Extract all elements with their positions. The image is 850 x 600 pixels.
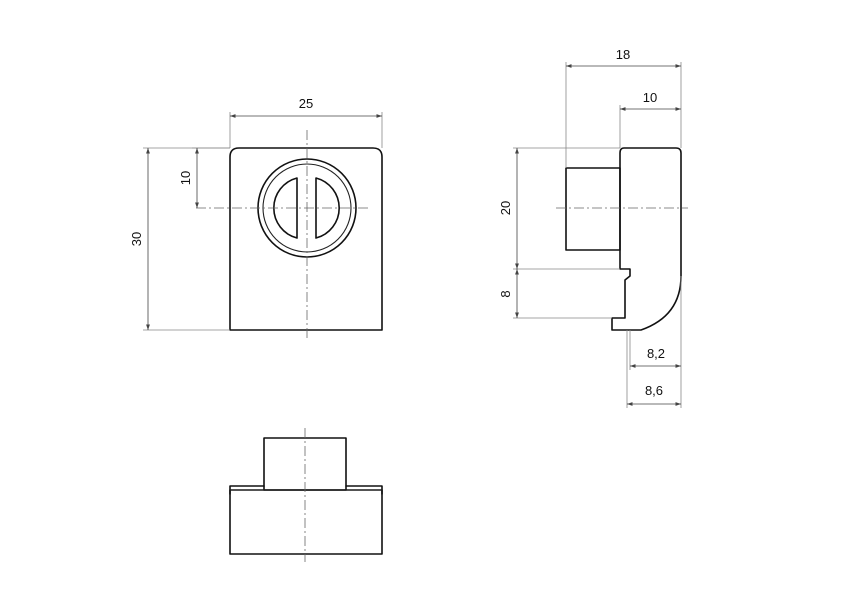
- bottom-view: [229, 428, 383, 562]
- bottom-flange: [229, 485, 383, 495]
- screw-slot-right-half: [315, 177, 340, 239]
- dim-side-10-label: 10: [643, 90, 657, 105]
- dim-30-label: 30: [129, 232, 144, 246]
- dim-20-label: 20: [498, 201, 513, 215]
- side-screw-body: [565, 167, 621, 251]
- dim-86-label: 8,6: [645, 383, 663, 398]
- dim-8-label: 8: [498, 290, 513, 297]
- front-view: 25 30 10: [129, 96, 383, 338]
- screw-slot-left-half: [273, 177, 298, 239]
- side-view-outline: [611, 147, 682, 331]
- dim-10-label: 10: [178, 171, 193, 185]
- dim-18-label: 18: [616, 47, 630, 62]
- dim-25-label: 25: [299, 96, 313, 111]
- side-view: 18 10 20 8 8,2 8,6: [498, 47, 688, 408]
- bottom-base: [229, 489, 383, 555]
- dim-82-label: 8,2: [647, 346, 665, 361]
- front-view-outline: [229, 147, 383, 331]
